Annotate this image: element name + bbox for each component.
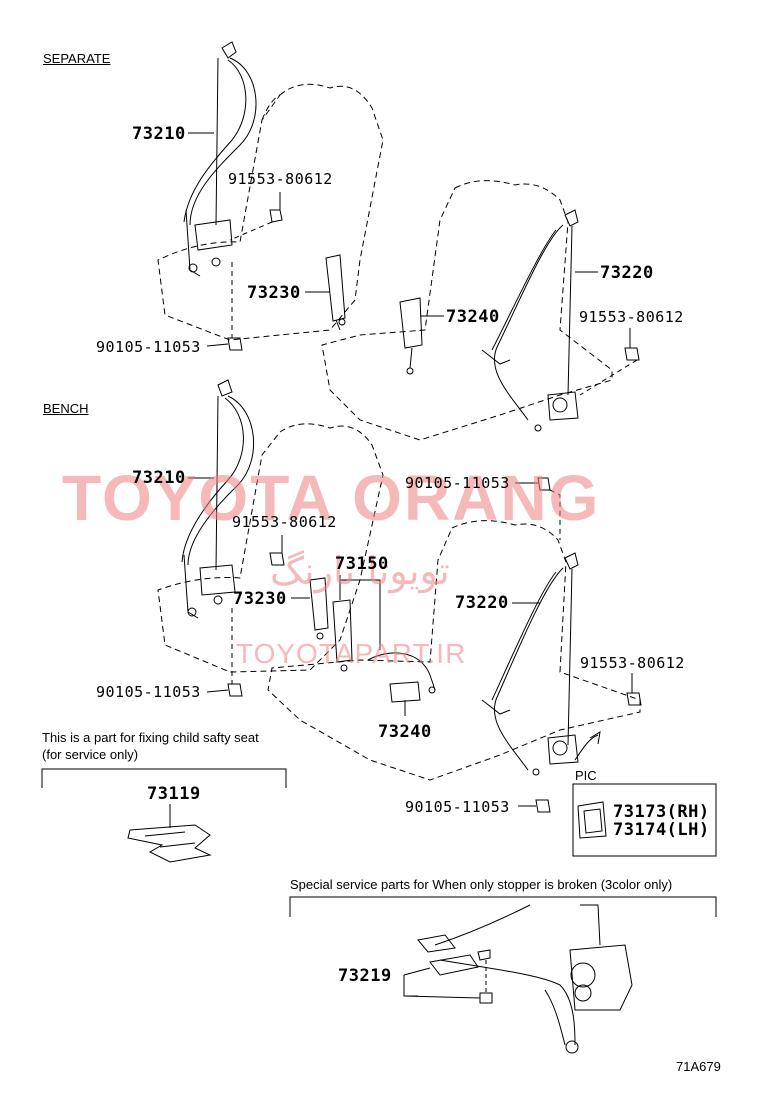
part-label-91553-bench-right: 91553-80612 bbox=[580, 654, 685, 672]
bench-73210-belt bbox=[181, 379, 255, 619]
section-title-bench: BENCH bbox=[43, 401, 89, 416]
part-label-73210-bench: 73210 bbox=[132, 468, 186, 488]
watermark-url: TOYOTAPART.IR bbox=[236, 638, 467, 669]
separate-73220-belt bbox=[481, 209, 579, 432]
part-label-90105-bench-left: 90105-11053 bbox=[96, 683, 201, 701]
part-label-73240-bench: 73240 bbox=[378, 722, 432, 742]
figure-code: 71A679 bbox=[676, 1059, 721, 1074]
part-label-73119: 73119 bbox=[147, 784, 201, 804]
child-seat-note-line2: (for service only) bbox=[42, 747, 139, 762]
part-label-91553-separate-left: 91553-80612 bbox=[228, 170, 333, 188]
pic-inset-box bbox=[572, 783, 717, 857]
special-service-note: Special service parts for When only stop… bbox=[290, 877, 673, 892]
part-label-73210-separate: 73210 bbox=[132, 124, 186, 144]
part-label-91553-bench-left: 91553-80612 bbox=[232, 513, 337, 531]
part-label-91553-separate-right: 91553-80612 bbox=[579, 308, 684, 326]
child-seat-bracket-73119 bbox=[127, 824, 212, 863]
separate-rear-seat-outline bbox=[321, 180, 613, 441]
part-label-73150-bench: 73150 bbox=[335, 554, 389, 574]
separate-leader-lines bbox=[188, 132, 638, 396]
part-label-90105-bench-top: 90105-11053 bbox=[405, 474, 510, 492]
part-label-90105-bench-bottom: 90105-11053 bbox=[405, 798, 510, 816]
part-label-73240-separate: 73240 bbox=[446, 307, 500, 327]
part-label-73173-rh: 73173(RH) bbox=[613, 802, 710, 822]
watermark-brand: TOYOTA ORANG bbox=[62, 462, 601, 534]
child-seat-group-frame bbox=[41, 768, 287, 828]
watermark-persian: تویوتا نارنگ bbox=[270, 549, 450, 593]
separate-73210-belt bbox=[183, 41, 257, 277]
part-label-73230-bench: 73230 bbox=[233, 589, 287, 609]
separate-front-seat-outline bbox=[157, 83, 384, 341]
bench-73240-buckle bbox=[367, 652, 436, 703]
bench-fasteners bbox=[227, 477, 642, 813]
separate-fasteners bbox=[227, 209, 640, 361]
part-label-90105-separate: 90105-11053 bbox=[96, 338, 201, 356]
bench-leader-lines bbox=[188, 477, 633, 807]
part-label-73230-separate: 73230 bbox=[247, 283, 301, 303]
part-label-73219: 73219 bbox=[338, 966, 392, 986]
child-seat-note-line1: This is a part for fixing child safty se… bbox=[42, 730, 259, 745]
stopper-detail-73219 bbox=[403, 904, 633, 1054]
bench-73230-buckle bbox=[309, 577, 353, 672]
part-label-73174-lh: 73174(LH) bbox=[613, 820, 710, 840]
bench-73220-belt bbox=[481, 552, 601, 776]
special-service-frame bbox=[289, 896, 717, 917]
part-label-73220-separate: 73220 bbox=[600, 263, 654, 283]
separate-73230-buckle bbox=[325, 254, 346, 331]
separate-73240-buckle bbox=[399, 297, 423, 375]
pic-label: PIC bbox=[575, 768, 597, 783]
part-label-73220-bench: 73220 bbox=[455, 593, 509, 613]
bench-front-seat-outline bbox=[157, 423, 384, 673]
bench-rear-seat-outline bbox=[267, 520, 641, 781]
section-title-separate: SEPARATE bbox=[43, 51, 111, 66]
